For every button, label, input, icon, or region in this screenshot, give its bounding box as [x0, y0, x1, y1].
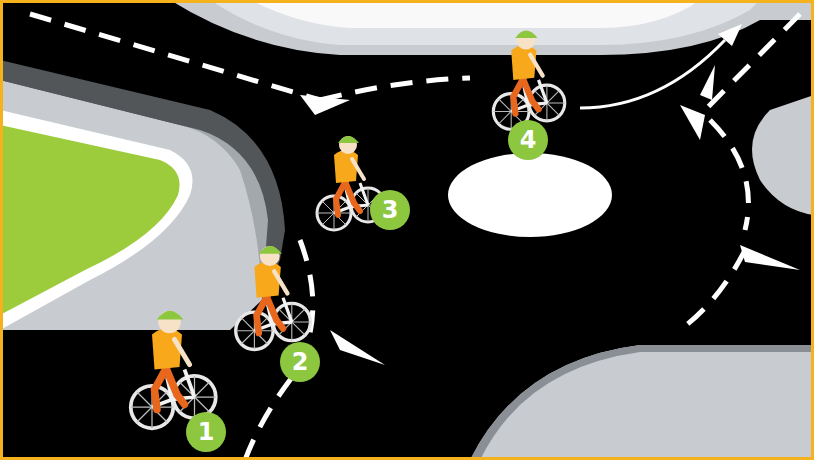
callout-number: 2: [280, 342, 320, 382]
callout-number: 1: [186, 412, 226, 452]
callout-number: 3: [370, 190, 410, 230]
callout-number: 4: [508, 120, 548, 160]
